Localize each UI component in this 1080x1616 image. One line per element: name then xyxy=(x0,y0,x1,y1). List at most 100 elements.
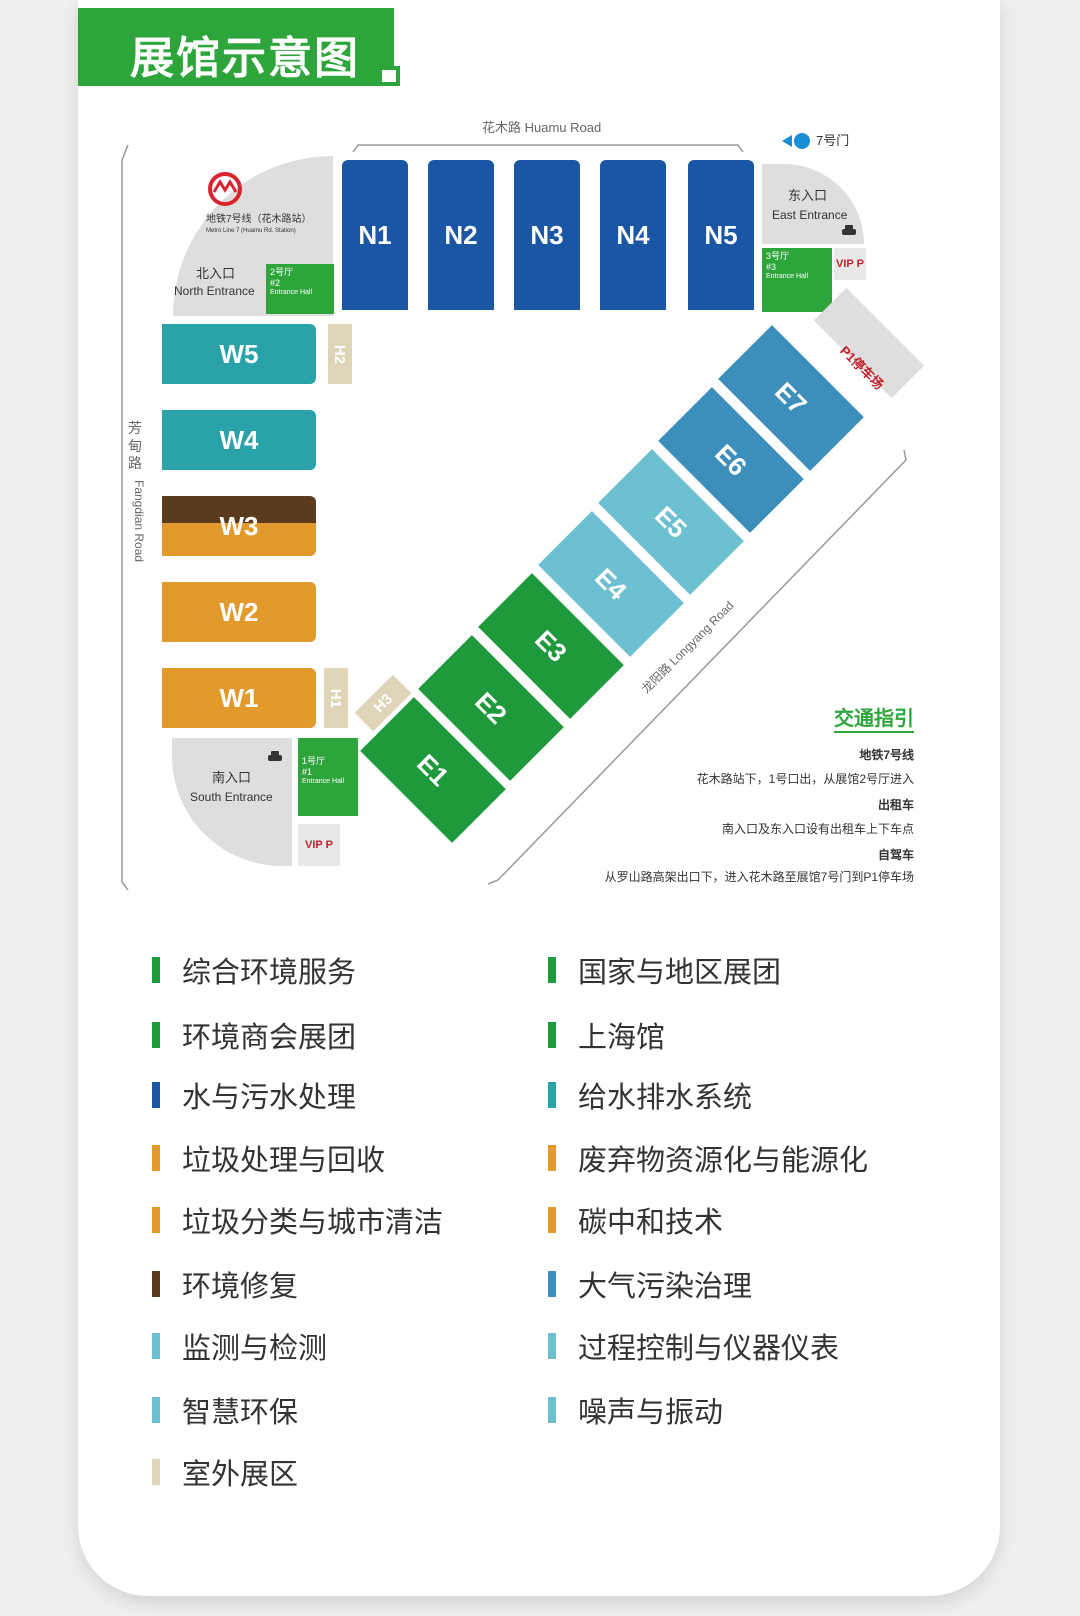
legend-item: 监测与检测 xyxy=(152,1326,327,1366)
metro-logo-icon xyxy=(208,172,242,206)
traffic-car-text: 从罗山路高架出口下，进入花木路至展馆7号门到P1停车场 xyxy=(604,870,914,884)
hall-n2[interactable]: N2 xyxy=(428,160,494,310)
page-title: 展馆示意图 xyxy=(130,33,360,84)
hall1-num: #1 xyxy=(302,766,313,777)
hall2-en: Entrance Hall xyxy=(270,288,313,296)
legend-item: 废弃物资源化与能源化 xyxy=(548,1138,868,1178)
legend-item: 碳中和技术 xyxy=(548,1200,723,1240)
hall-e2-label: E2 xyxy=(469,685,514,730)
legend-swatch xyxy=(152,1333,160,1359)
hall3-num: #3 xyxy=(766,261,777,272)
outdoor-h1-label: H1 xyxy=(327,688,345,708)
title-notch-inner xyxy=(382,70,396,82)
vip-parking-south: VIP P xyxy=(298,824,340,866)
legend-item: 综合环境服务 xyxy=(152,950,356,990)
hall-w4[interactable]: W4 xyxy=(162,410,316,470)
legend-item: 垃圾分类与城市清洁 xyxy=(152,1200,443,1240)
legend-label: 大气污染治理 xyxy=(578,1269,753,1303)
south-entrance-en: South Entrance xyxy=(190,790,273,804)
road-north: 花木路 Huamu Road xyxy=(482,120,602,135)
road-west: 芳甸路 xyxy=(128,420,142,471)
hall-e5-label: E5 xyxy=(649,499,694,544)
hall-w2[interactable]: W2 xyxy=(162,582,316,642)
taxi-icon-south xyxy=(268,751,282,761)
legend-label: 垃圾处理与回收 xyxy=(182,1143,386,1177)
legend-item: 国家与地区展团 xyxy=(548,950,781,990)
legend-item: 室外展区 xyxy=(152,1452,298,1492)
traffic-metro-text: 花木路站下，1号口出，从展馆2号厅进入 xyxy=(696,772,914,786)
hall1-en: Entrance Hall xyxy=(302,777,345,785)
hall1-zh: 1号厅 xyxy=(302,756,326,766)
legend-label: 垃圾分类与城市清洁 xyxy=(182,1205,444,1239)
hall-w1[interactable]: W1 xyxy=(162,668,316,728)
traffic-taxi-title: 出租车 xyxy=(877,798,914,812)
traffic-car-title: 自驾车 xyxy=(877,848,914,862)
traffic-taxi-text: 南入口及东入口设有出租车上下车点 xyxy=(721,822,914,836)
traffic-guide: 交通指引 地铁7号线 花木路站下，1号口出，从展馆2号厅进入 出租车 南入口及东… xyxy=(558,700,914,890)
vip-parking-east: VIP P xyxy=(834,248,866,280)
hall3-en: Entrance Hall xyxy=(766,272,809,280)
legend-label: 国家与地区展团 xyxy=(578,955,782,989)
hall2-zh: 2号厅 xyxy=(270,267,294,277)
traffic-metro-title: 地铁7号线 xyxy=(859,748,914,762)
legend-swatch xyxy=(152,1459,160,1485)
legend-label: 环境修复 xyxy=(182,1269,299,1303)
hall-e4-label: E4 xyxy=(589,561,634,606)
south-entrance-zh: 南入口 xyxy=(212,770,252,785)
legend-label: 上海馆 xyxy=(578,1020,666,1054)
legend-label: 给水排水系统 xyxy=(578,1080,753,1114)
legend-item: 噪声与振动 xyxy=(548,1390,723,1430)
floorplan-card: 展馆示意图 花木路 Huamu Road 芳甸路 Fangdian Road 龙… xyxy=(78,0,1000,1596)
legend-item: 水与污水处理 xyxy=(152,1075,356,1115)
outdoor-h1[interactable]: H1 xyxy=(324,668,348,728)
hall-n3[interactable]: N3 xyxy=(514,160,580,310)
outdoor-h2-label: H2 xyxy=(331,344,349,364)
legend-swatch xyxy=(152,957,160,983)
hall2-num: #2 xyxy=(270,277,281,288)
hall-e7-label: E7 xyxy=(769,375,814,420)
north-entrance-zh: 北入口 xyxy=(196,266,236,281)
legend-swatch xyxy=(548,1271,556,1297)
legend-swatch xyxy=(152,1022,160,1048)
legend-label: 过程控制与仪器仪表 xyxy=(578,1331,840,1365)
gate7-arrow-icon xyxy=(782,133,810,149)
legend-label: 噪声与振动 xyxy=(578,1395,724,1429)
legend-swatch xyxy=(152,1082,160,1108)
hall-n5[interactable]: N5 xyxy=(688,160,754,310)
legend-item: 环境修复 xyxy=(152,1264,298,1304)
hall-w3[interactable]: W3 xyxy=(162,496,316,556)
entrance-hall-2: 2号厅 #2 Entrance Hall xyxy=(266,264,334,314)
legend-item: 大气污染治理 xyxy=(548,1264,752,1304)
north-entrance-en: North Entrance xyxy=(174,284,255,298)
hall-n4[interactable]: N4 xyxy=(600,160,666,310)
traffic-title: 交通指引 xyxy=(834,702,914,733)
legend-swatch xyxy=(152,1207,160,1233)
legend-item: 给水排水系统 xyxy=(548,1075,752,1115)
metro-sublabel: Metro Line 7 (Huamu Rd. Station) xyxy=(206,228,296,234)
taxi-icon xyxy=(842,225,856,235)
legend-swatch xyxy=(548,1207,556,1233)
legend-swatch xyxy=(548,1145,556,1171)
gate7-label: 7号门 xyxy=(816,133,850,148)
legend-swatch xyxy=(548,1082,556,1108)
outdoor-h2[interactable]: H2 xyxy=(328,324,352,384)
legend-label: 室外展区 xyxy=(182,1457,299,1491)
legend-swatch xyxy=(152,1145,160,1171)
hall-e6-label: E6 xyxy=(709,437,754,482)
road-west-en: Fangdian Road xyxy=(132,480,146,563)
hall-e3-label: E3 xyxy=(529,623,574,668)
legend-label: 监测与检测 xyxy=(182,1331,328,1365)
hall-w5[interactable]: W5 xyxy=(162,324,316,384)
hall-n1[interactable]: N1 xyxy=(342,160,408,310)
legend-item: 环境商会展团 xyxy=(152,1015,356,1055)
hall-e1-label: E1 xyxy=(411,747,456,792)
legend-item: 上海馆 xyxy=(548,1015,665,1055)
site-boundary xyxy=(121,144,907,891)
legend-swatch xyxy=(152,1397,160,1423)
entrance-hall-1: 1号厅 #1 Entrance Hall xyxy=(298,738,358,816)
metro-label: 地铁7号线（花木路站） xyxy=(206,214,312,225)
legend-swatch xyxy=(548,1022,556,1048)
legend-label: 水与污水处理 xyxy=(182,1080,357,1114)
east-entrance-en: East Entrance xyxy=(772,208,848,222)
legend-item: 垃圾处理与回收 xyxy=(152,1138,385,1178)
